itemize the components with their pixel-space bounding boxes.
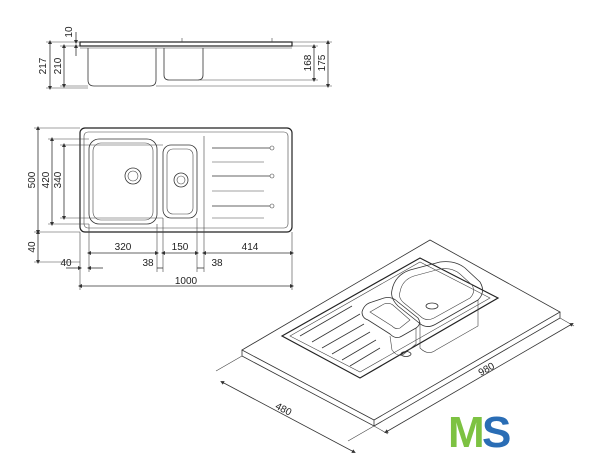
top-dim-40-horizontal: 40 [60,258,72,269]
perspective-view: 480 980 [215,239,575,453]
ms-logo: M S [448,408,511,457]
top-dim-420: 420 [41,171,52,188]
logo-letter-s: S [482,408,511,457]
top-view-small-bowl [162,144,198,219]
top-dim-1000: 1000 [175,276,198,287]
top-dim-320: 320 [115,242,132,253]
countertop-slab-front [241,350,375,427]
perspective-dim-480: 480 [273,401,293,419]
top-dim-150: 150 [172,242,189,253]
perspective-large-bowl [391,261,483,327]
side-view-large-bowl [87,48,157,87]
side-view-small-bowl [163,48,204,81]
perspective-dim-980: 980 [477,361,497,379]
countertop-slab-top [241,239,561,421]
top-dim-38-left: 38 [142,258,154,269]
side-dim-175: 175 [317,54,328,71]
top-view-large-bowl [88,138,158,225]
side-dim-168: 168 [303,54,314,71]
perspective-large-drain [425,302,439,310]
small-bowl-drain [173,172,189,188]
top-dim-414: 414 [242,242,259,253]
side-view-rim [79,41,293,47]
top-view-outline [79,127,293,233]
large-bowl-drain [124,167,142,185]
top-dim-38-right: 38 [211,258,223,269]
perspective-drainboard-grooves [299,305,381,367]
side-view: 10 217 210 168 175 [38,26,332,90]
logo-letter-m: M [448,408,485,457]
side-dim-217: 217 [38,57,49,74]
top-view: 500 420 340 40 40 320 38 150 38 414 1000 [27,126,294,290]
side-dim-10: 10 [64,26,75,38]
drainboard-grooves [212,145,275,219]
top-dim-500: 500 [27,171,38,188]
perspective-sink-rim [280,257,500,379]
top-dim-40-vertical: 40 [27,241,38,253]
top-dim-340: 340 [53,171,64,188]
side-dim-210: 210 [53,57,64,74]
perspective-small-bowl [361,297,420,338]
